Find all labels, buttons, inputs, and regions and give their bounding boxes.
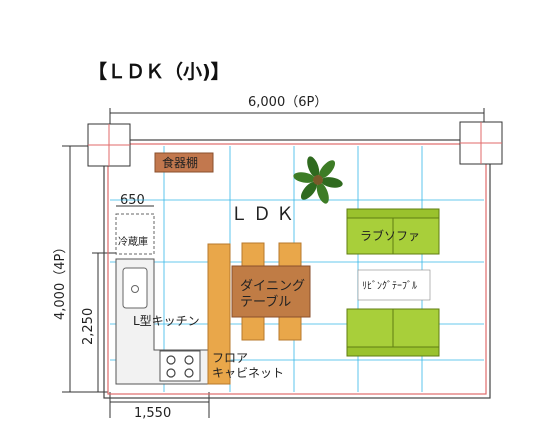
width-fridge-label: 650 [120, 193, 145, 208]
ldk-label: ＬＤＫ [230, 204, 299, 225]
corner-post-left [87, 123, 131, 167]
love-sofa: ラブソファ [346, 208, 440, 255]
fridge: 冷蔵庫 [115, 213, 155, 255]
chair [278, 315, 302, 341]
cupboard: 食器棚 [154, 152, 214, 173]
sofa-bottom [346, 308, 440, 357]
fridge-width-dimension: 650 [116, 193, 154, 208]
l-kitchen: L型キッチン [115, 258, 209, 385]
chair [241, 315, 265, 341]
room-walls [103, 139, 491, 399]
sink-icon [122, 267, 148, 309]
chair [278, 242, 302, 268]
dining-table-label-2: テーブル [240, 294, 291, 310]
floor-cabinet-label-1: フロア [212, 351, 248, 365]
l-kitchen-label: L型キッチン [133, 314, 200, 328]
corner-post-right [459, 121, 503, 165]
kitchen-width-dimension: 1,550 [109, 392, 210, 421]
living-table: ﾘﾋﾞﾝｸﾞﾃｰﾌﾞﾙ [357, 269, 431, 301]
width-total-label: 6,000（6P） [248, 95, 327, 110]
living-table-label: ﾘﾋﾞﾝｸﾞﾃｰﾌﾞﾙ [362, 280, 417, 292]
fridge-label: 冷蔵庫 [118, 235, 148, 248]
floor-cabinet: フロア キャビネット [207, 243, 284, 385]
plan-title: 【ＬＤＫ（小)】 [88, 60, 230, 83]
height-dimension: 4,000（4P） [53, 145, 108, 393]
stove-icon [159, 350, 201, 382]
cupboard-label: 食器棚 [162, 155, 198, 170]
dining-chairs [241, 242, 302, 341]
dining-table: ダイニング テーブル [231, 265, 311, 318]
floor-cabinet-label-2: キャビネット [212, 366, 284, 380]
width-kitchen-label: 1,550 [134, 406, 171, 421]
height-total-label: 4,000（4P） [53, 241, 68, 320]
kitchen-height-dimension: 2,250 [81, 252, 120, 392]
height-kitchen-label: 2,250 [81, 308, 96, 345]
dining-table-label-1: ダイニング [240, 279, 305, 294]
width-dimension: 6,000（6P） [109, 95, 485, 130]
chair [241, 242, 265, 268]
plant-icon [293, 156, 343, 204]
sofa-label: ラブソファ [360, 228, 420, 243]
